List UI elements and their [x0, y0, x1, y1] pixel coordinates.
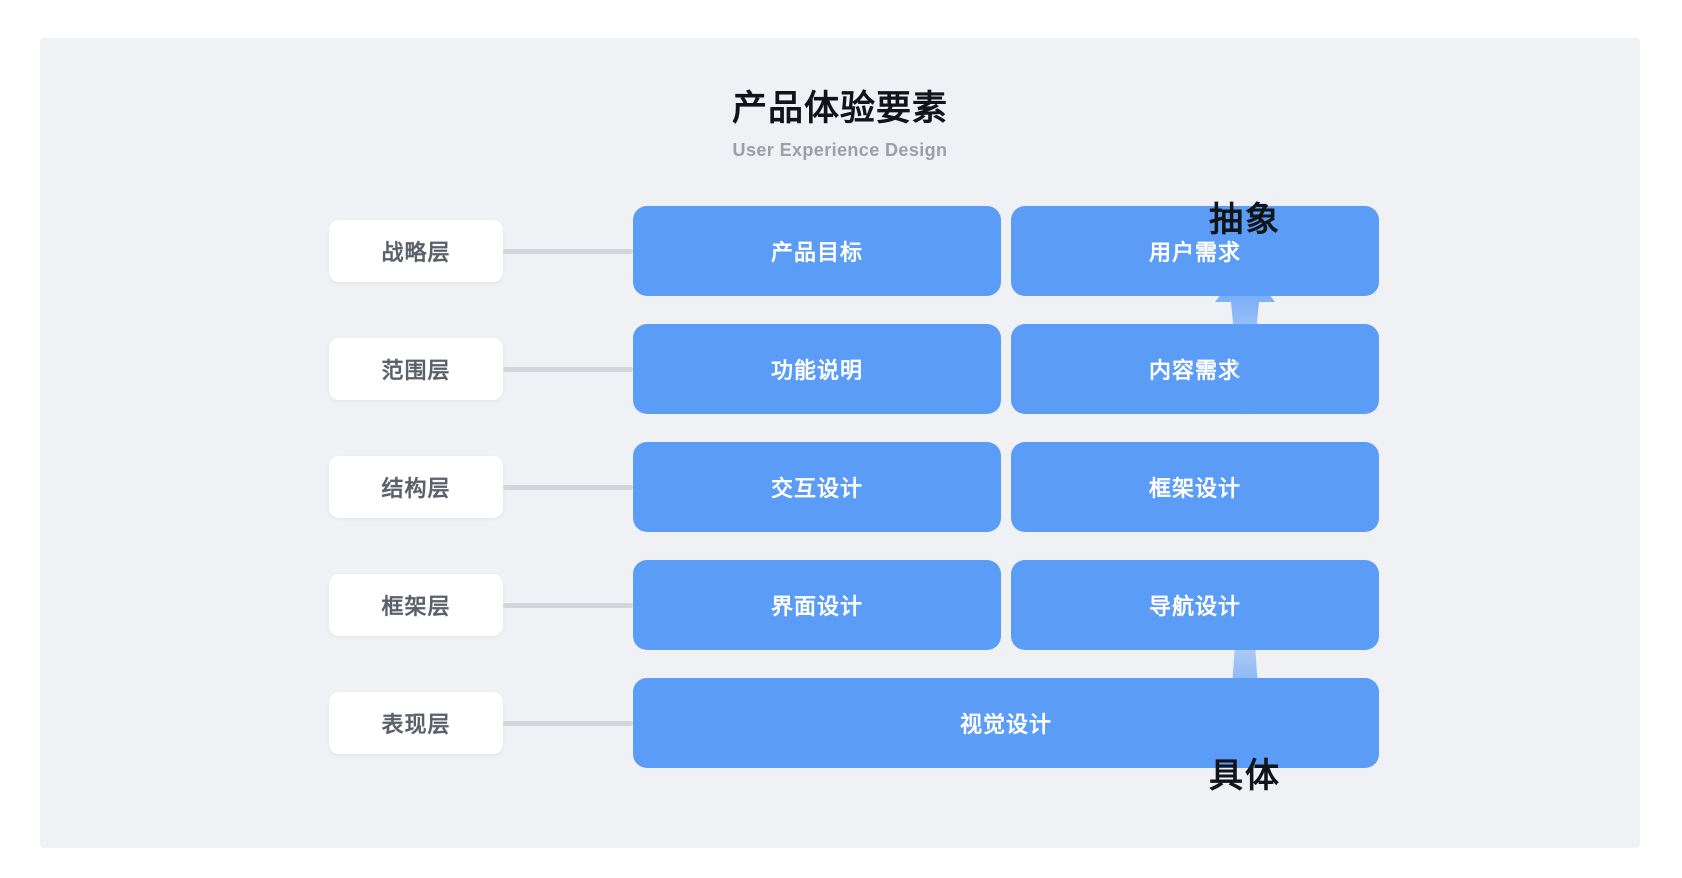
- element-card[interactable]: 导航设计: [1011, 560, 1379, 650]
- connector-line: [503, 248, 633, 254]
- connector-line: [503, 602, 633, 608]
- layer-label-chip[interactable]: 战略层: [329, 220, 503, 282]
- layer-label-chip[interactable]: 框架层: [329, 574, 503, 636]
- layer-row: 框架层 界面设计 导航设计: [329, 560, 1379, 650]
- arrow-up-icon: [1215, 262, 1275, 418]
- connector-line: [503, 366, 633, 372]
- layer-label-chip[interactable]: 结构层: [329, 456, 503, 518]
- layer-cards: 界面设计 导航设计: [633, 560, 1379, 650]
- connector-line: [503, 720, 633, 726]
- page-title: 产品体验要素: [731, 89, 948, 128]
- element-card[interactable]: 用户需求: [1011, 206, 1379, 296]
- layer-cards: 产品目标 用户需求: [633, 206, 1379, 296]
- element-card[interactable]: 功能说明: [633, 324, 1001, 414]
- layer-cards: 交互设计 框架设计: [633, 442, 1379, 532]
- diagram-panel: 产品体验要素 User Experience Design 战略层 产品目标 用…: [40, 38, 1640, 848]
- layer-label-chip[interactable]: 表现层: [329, 692, 503, 754]
- layer-row: 战略层 产品目标 用户需求: [329, 206, 1379, 296]
- element-card[interactable]: 内容需求: [1011, 324, 1379, 414]
- layer-diagram: 战略层 产品目标 用户需求 范围层 功能说明 内容需求 结构层: [329, 206, 1379, 768]
- element-card[interactable]: 交互设计: [633, 442, 1001, 532]
- element-card[interactable]: 框架设计: [1011, 442, 1379, 532]
- element-card[interactable]: 界面设计: [633, 560, 1001, 650]
- element-card[interactable]: 产品目标: [633, 206, 1001, 296]
- axis-label-abstract: 抽象: [1209, 201, 1281, 239]
- layer-row: 范围层 功能说明 内容需求: [329, 324, 1379, 414]
- layer-label-chip[interactable]: 范围层: [329, 338, 503, 400]
- axis-label-concrete: 具体: [1209, 757, 1281, 795]
- heading-block: 产品体验要素 User Experience Design: [40, 86, 1640, 162]
- abstraction-axis: 抽象: [1140, 198, 1350, 798]
- connector-line: [503, 484, 633, 490]
- layer-cards: 功能说明 内容需求: [633, 324, 1379, 414]
- layer-row: 结构层 交互设计 框架设计: [329, 442, 1379, 532]
- arrow-down-icon: [1215, 578, 1275, 734]
- page-subtitle: User Experience Design: [732, 140, 948, 160]
